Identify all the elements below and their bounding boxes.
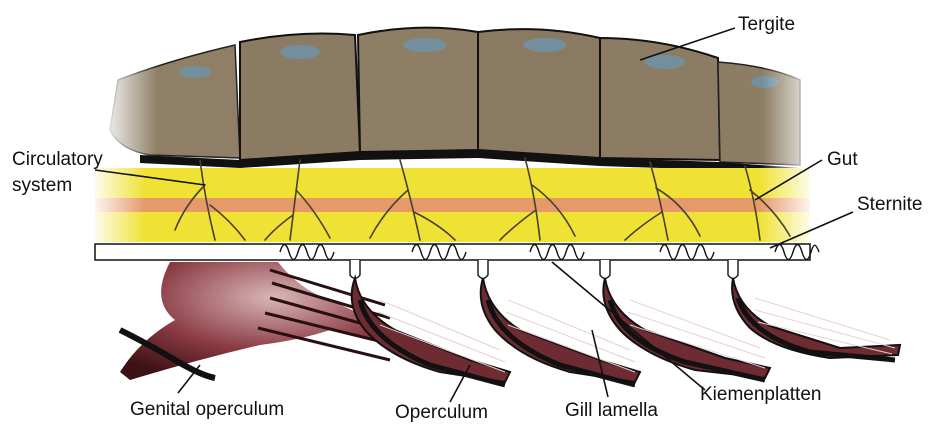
label-kiemenplatten: Kiemenplatten [700,384,821,405]
label-sternite: Sternite [857,194,922,215]
operculum-4 [732,278,900,360]
label-circulatory-line1: Circulatory [12,149,103,170]
label-operculum: Operculum [395,402,488,423]
tergite-plates [100,28,820,174]
label-tergite: Tergite [738,14,795,35]
gill-opercula [352,278,900,385]
operculum-2 [481,278,640,385]
label-genital-operculum: Genital operculum [130,399,284,420]
operculum-3 [603,278,770,380]
label-circulatory-line2: system [12,175,72,196]
label-gut: Gut [827,149,858,170]
appendage-stalks [350,260,738,279]
label-gill-lamella: Gill lamella [565,400,658,421]
